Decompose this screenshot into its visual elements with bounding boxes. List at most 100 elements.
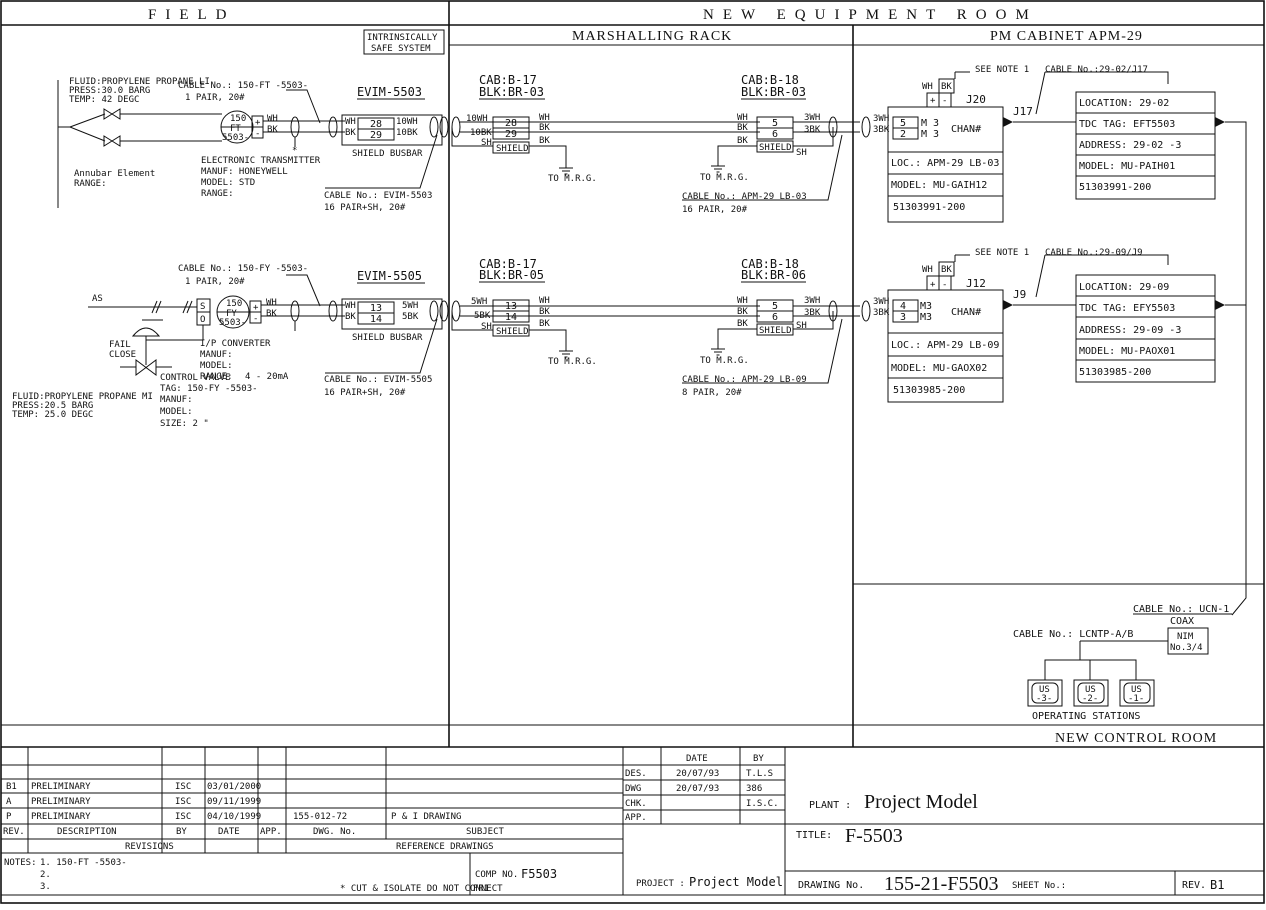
- svg-text:MANUF:: MANUF:: [160, 395, 193, 405]
- svg-text:5WH: 5WH: [402, 301, 418, 311]
- svg-text:ADDRESS: 29-09 -3: ADDRESS: 29-09 -3: [1079, 325, 1181, 336]
- valve-symbol: [103, 135, 121, 147]
- svg-text:BK: BK: [539, 136, 550, 146]
- svg-text:TO M.R.G.: TO M.R.G.: [548, 174, 597, 184]
- svg-text:3WH: 3WH: [873, 114, 889, 124]
- svg-text:SHIELD: SHIELD: [496, 144, 529, 154]
- svg-text:+: +: [253, 303, 259, 313]
- svg-text:3: 3: [900, 312, 906, 323]
- svg-text:PROJECT :: PROJECT :: [636, 879, 685, 889]
- svg-text:-: -: [942, 96, 947, 106]
- svg-text:28: 28: [505, 118, 517, 129]
- svg-text:CABLE No.: UCN-1: CABLE No.: UCN-1: [1133, 604, 1229, 615]
- svg-text:M 3: M 3: [921, 118, 939, 129]
- control-room: CABLE No.: UCN-1 COAX NIM No.3/4 CABLE N…: [1013, 586, 1247, 722]
- svg-text:5: 5: [772, 118, 778, 129]
- svg-text:REV.: REV.: [1182, 880, 1206, 891]
- svg-text:3BK: 3BK: [804, 125, 821, 135]
- svg-text:TAG: 150-FY -5503-: TAG: 150-FY -5503-: [160, 384, 258, 394]
- header-new-control-room: NEW CONTROL ROOM: [1055, 731, 1217, 746]
- svg-text:COMP NO.: COMP NO.: [475, 870, 518, 880]
- svg-text:M 3: M 3: [921, 129, 939, 140]
- svg-text:ISC: ISC: [175, 797, 191, 807]
- svg-text:WH: WH: [922, 265, 933, 275]
- svg-text:28: 28: [370, 119, 382, 130]
- svg-text:DATE: DATE: [218, 827, 240, 837]
- header-new-equipment-room: NEW EQUIPMENT ROOM: [703, 7, 1038, 23]
- svg-text:SH: SH: [796, 148, 807, 158]
- svg-text:SEE NOTE 1: SEE NOTE 1: [975, 65, 1029, 75]
- svg-text:5: 5: [900, 118, 906, 129]
- svg-text:WH: WH: [539, 113, 550, 123]
- svg-text:MODEL:: MODEL:: [200, 361, 233, 371]
- svg-text:MANUF:: MANUF:: [200, 350, 233, 360]
- svg-text:150: 150: [226, 299, 242, 309]
- svg-text:CLOSE: CLOSE: [109, 350, 136, 360]
- svg-text:AS: AS: [92, 294, 103, 304]
- svg-text:CAB:B-18: CAB:B-18: [741, 73, 799, 87]
- svg-text:MODEL: MU-GAOX02: MODEL: MU-GAOX02: [891, 363, 987, 374]
- drawing-number: 155-21-F5503: [884, 873, 998, 895]
- annubar-range-label: RANGE:: [74, 179, 107, 189]
- svg-text:REV.: REV.: [3, 827, 25, 837]
- svg-text:P & I DRAWING: P & I DRAWING: [391, 812, 461, 822]
- svg-text:BLK:BR-03: BLK:BR-03: [479, 85, 544, 99]
- svg-text:SHIELD BUSBAR: SHIELD BUSBAR: [352, 333, 423, 343]
- svg-text:APP.: APP.: [625, 813, 647, 823]
- svg-text:SH: SH: [481, 322, 492, 332]
- svg-text:1. 150-FT -5503-: 1. 150-FT -5503-: [40, 858, 127, 868]
- svg-text:O: O: [200, 315, 205, 325]
- svg-text:MODEL:: MODEL:: [160, 407, 193, 417]
- svg-text:5BK: 5BK: [474, 311, 491, 321]
- annubar-label: Annubar Element: [74, 169, 155, 179]
- svg-text:3BK: 3BK: [873, 125, 890, 135]
- svg-text:BK: BK: [737, 319, 748, 329]
- svg-text:No.3/4: No.3/4: [1170, 643, 1203, 653]
- svg-text:CAB:B-17: CAB:B-17: [479, 73, 537, 87]
- svg-text:3BK: 3BK: [804, 308, 821, 318]
- svg-text:US: US: [1131, 685, 1142, 695]
- evim-label: EVIM-5503: [357, 85, 422, 99]
- svg-text:1 PAIR, 20#: 1 PAIR, 20#: [185, 93, 245, 103]
- svg-text:-: -: [255, 129, 260, 139]
- svg-text:SIZE: 2 ": SIZE: 2 ": [160, 419, 209, 429]
- svg-text:BK: BK: [539, 123, 550, 133]
- svg-text:-2-: -2-: [1082, 694, 1098, 704]
- svg-text:10WH: 10WH: [396, 117, 418, 127]
- svg-text:P: P: [6, 812, 12, 822]
- svg-text:-1-: -1-: [1128, 694, 1144, 704]
- svg-text:PLANT :: PLANT :: [809, 800, 851, 811]
- svg-text:SH: SH: [481, 138, 492, 148]
- loop-1: FLUID:PROPYLENE PROPANE LI PRESS:30.0 BA…: [57, 65, 1247, 586]
- svg-text:SHIELD: SHIELD: [496, 327, 529, 337]
- svg-text:29: 29: [505, 129, 517, 140]
- valve-symbol: [103, 108, 121, 120]
- svg-text:51303985-200: 51303985-200: [1079, 367, 1151, 378]
- svg-text:5503-: 5503-: [222, 133, 249, 143]
- svg-text:10WH: 10WH: [466, 114, 488, 124]
- svg-text:RANGE:: RANGE:: [200, 372, 233, 382]
- svg-text:WH: WH: [345, 301, 356, 311]
- svg-text:DESCRIPTION: DESCRIPTION: [57, 827, 117, 837]
- svg-text:J12: J12: [966, 277, 986, 290]
- svg-text:09/11/1999: 09/11/1999: [207, 797, 261, 807]
- svg-text:DRAWING No.: DRAWING No.: [798, 880, 864, 891]
- svg-text:J20: J20: [966, 93, 986, 106]
- svg-text:BK: BK: [941, 265, 952, 275]
- svg-text:BK: BK: [345, 128, 356, 138]
- svg-text:51303985-200: 51303985-200: [893, 385, 965, 396]
- svg-text:US: US: [1085, 685, 1096, 695]
- svg-text:M3: M3: [920, 312, 932, 323]
- svg-text:TDC TAG: EFY5503: TDC TAG: EFY5503: [1079, 303, 1175, 314]
- svg-text:CHAN#: CHAN#: [951, 124, 981, 135]
- svg-text:PRELIMINARY: PRELIMINARY: [31, 797, 91, 807]
- svg-text:3WH: 3WH: [804, 296, 820, 306]
- drawing-title: F-5503: [845, 825, 903, 847]
- header-marshalling-rack: MARSHALLING RACK: [572, 29, 732, 44]
- svg-text:CABLE No.:29-02/J17: CABLE No.:29-02/J17: [1045, 65, 1148, 75]
- svg-text:BK: BK: [539, 307, 550, 317]
- svg-text:BY: BY: [753, 754, 764, 764]
- svg-text:* CUT & ISOLATE DO NOT CONNECT: * CUT & ISOLATE DO NOT CONNECT: [340, 884, 503, 894]
- svg-text:B1: B1: [6, 782, 17, 792]
